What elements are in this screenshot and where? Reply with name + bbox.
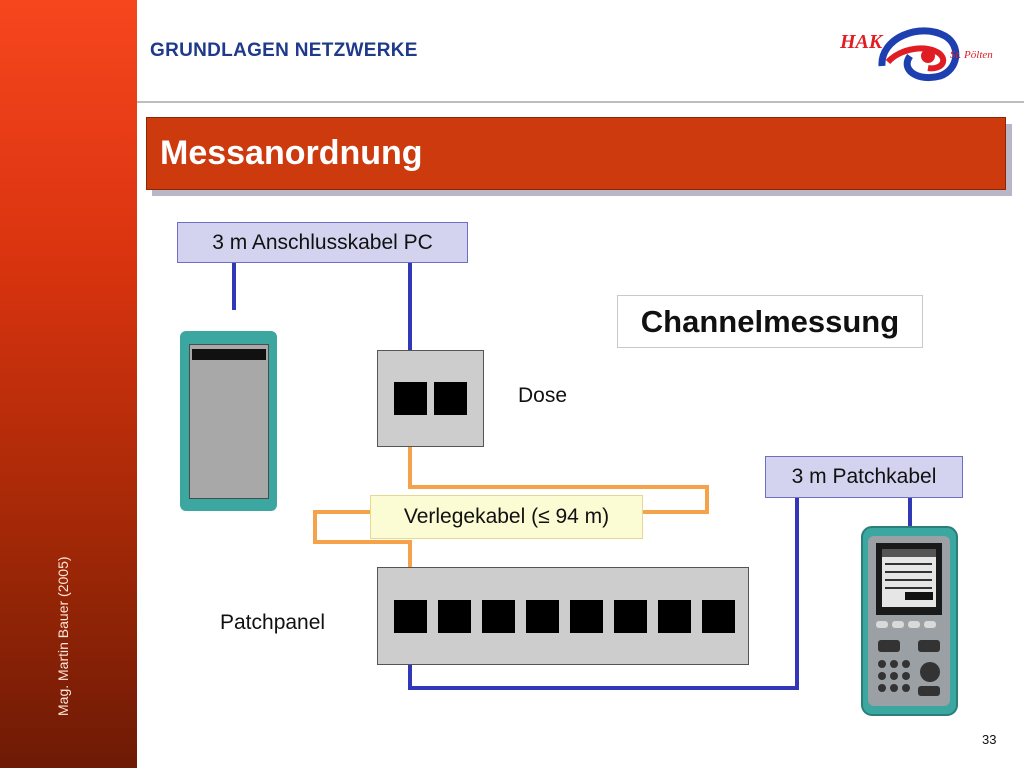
remote-tester-screen [189,344,269,499]
page-number: 33 [982,732,997,747]
section-title: Messanordnung [160,134,423,172]
verlegekabel-label: Verlegekabel (≤ 94 m) [370,495,643,539]
patchpanel-port [702,600,735,633]
dose-port [394,382,427,415]
channel-measurement-label: Channelmessung [617,295,923,348]
remote-tester-slot [192,349,266,360]
header-divider [137,101,1024,103]
patchpanel-port [438,600,471,633]
header-title: GRUNDLAGEN NETZWERKE [150,40,418,61]
dose-label: Dose [518,384,568,407]
patchcable-label: 3 m Patchkabel [765,456,963,498]
pc-cable-label: 3 m Anschlusskabel PC [177,222,468,263]
patchpanel-port [526,600,559,633]
section-title-bar [146,117,1006,190]
sidebar [0,0,137,768]
orange-verlegekabel-left [313,510,412,567]
patchpanel-port [394,600,427,633]
hak-logo: HAK St. Pölten [840,27,993,81]
dose-port [434,382,467,415]
patchpanel-port [482,600,515,633]
patchpanel-port [570,600,603,633]
orange-verlegekabel [408,447,709,514]
patchpanel-port [614,600,647,633]
patchpanel-label: Patchpanel [220,611,326,634]
patchpanel-port [658,600,691,633]
logo-text-right: St. Pölten [950,49,993,61]
logo-text-left: HAK [840,31,884,53]
